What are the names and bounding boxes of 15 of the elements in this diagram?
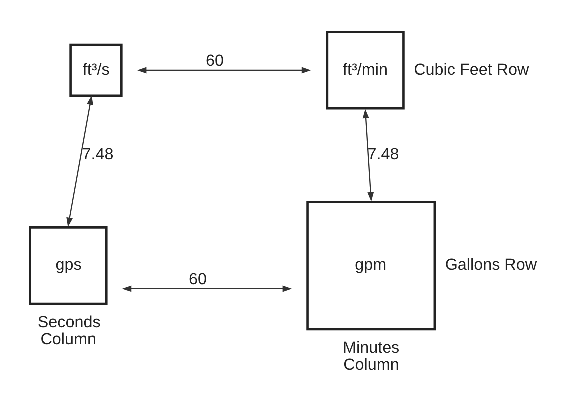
node-box: gps bbox=[29, 226, 108, 305]
node-box: ft³/s bbox=[70, 43, 123, 97]
edge-label: 7.48 bbox=[82, 145, 114, 164]
arrow bbox=[137, 66, 312, 74]
node-box: ft³/min bbox=[326, 30, 405, 110]
arrow bbox=[362, 108, 374, 202]
node-label: Cubic Feet Row bbox=[414, 60, 530, 78]
edge-label: 60 bbox=[188, 270, 207, 288]
node-label: Gallons Row bbox=[445, 256, 538, 274]
node-box: gpm bbox=[306, 200, 436, 330]
node-label: Minutes Column bbox=[343, 338, 400, 374]
arrow bbox=[122, 285, 292, 292]
edge-label: 60 bbox=[206, 52, 224, 70]
node-label: Seconds Column bbox=[38, 312, 101, 348]
arrow bbox=[66, 95, 94, 227]
